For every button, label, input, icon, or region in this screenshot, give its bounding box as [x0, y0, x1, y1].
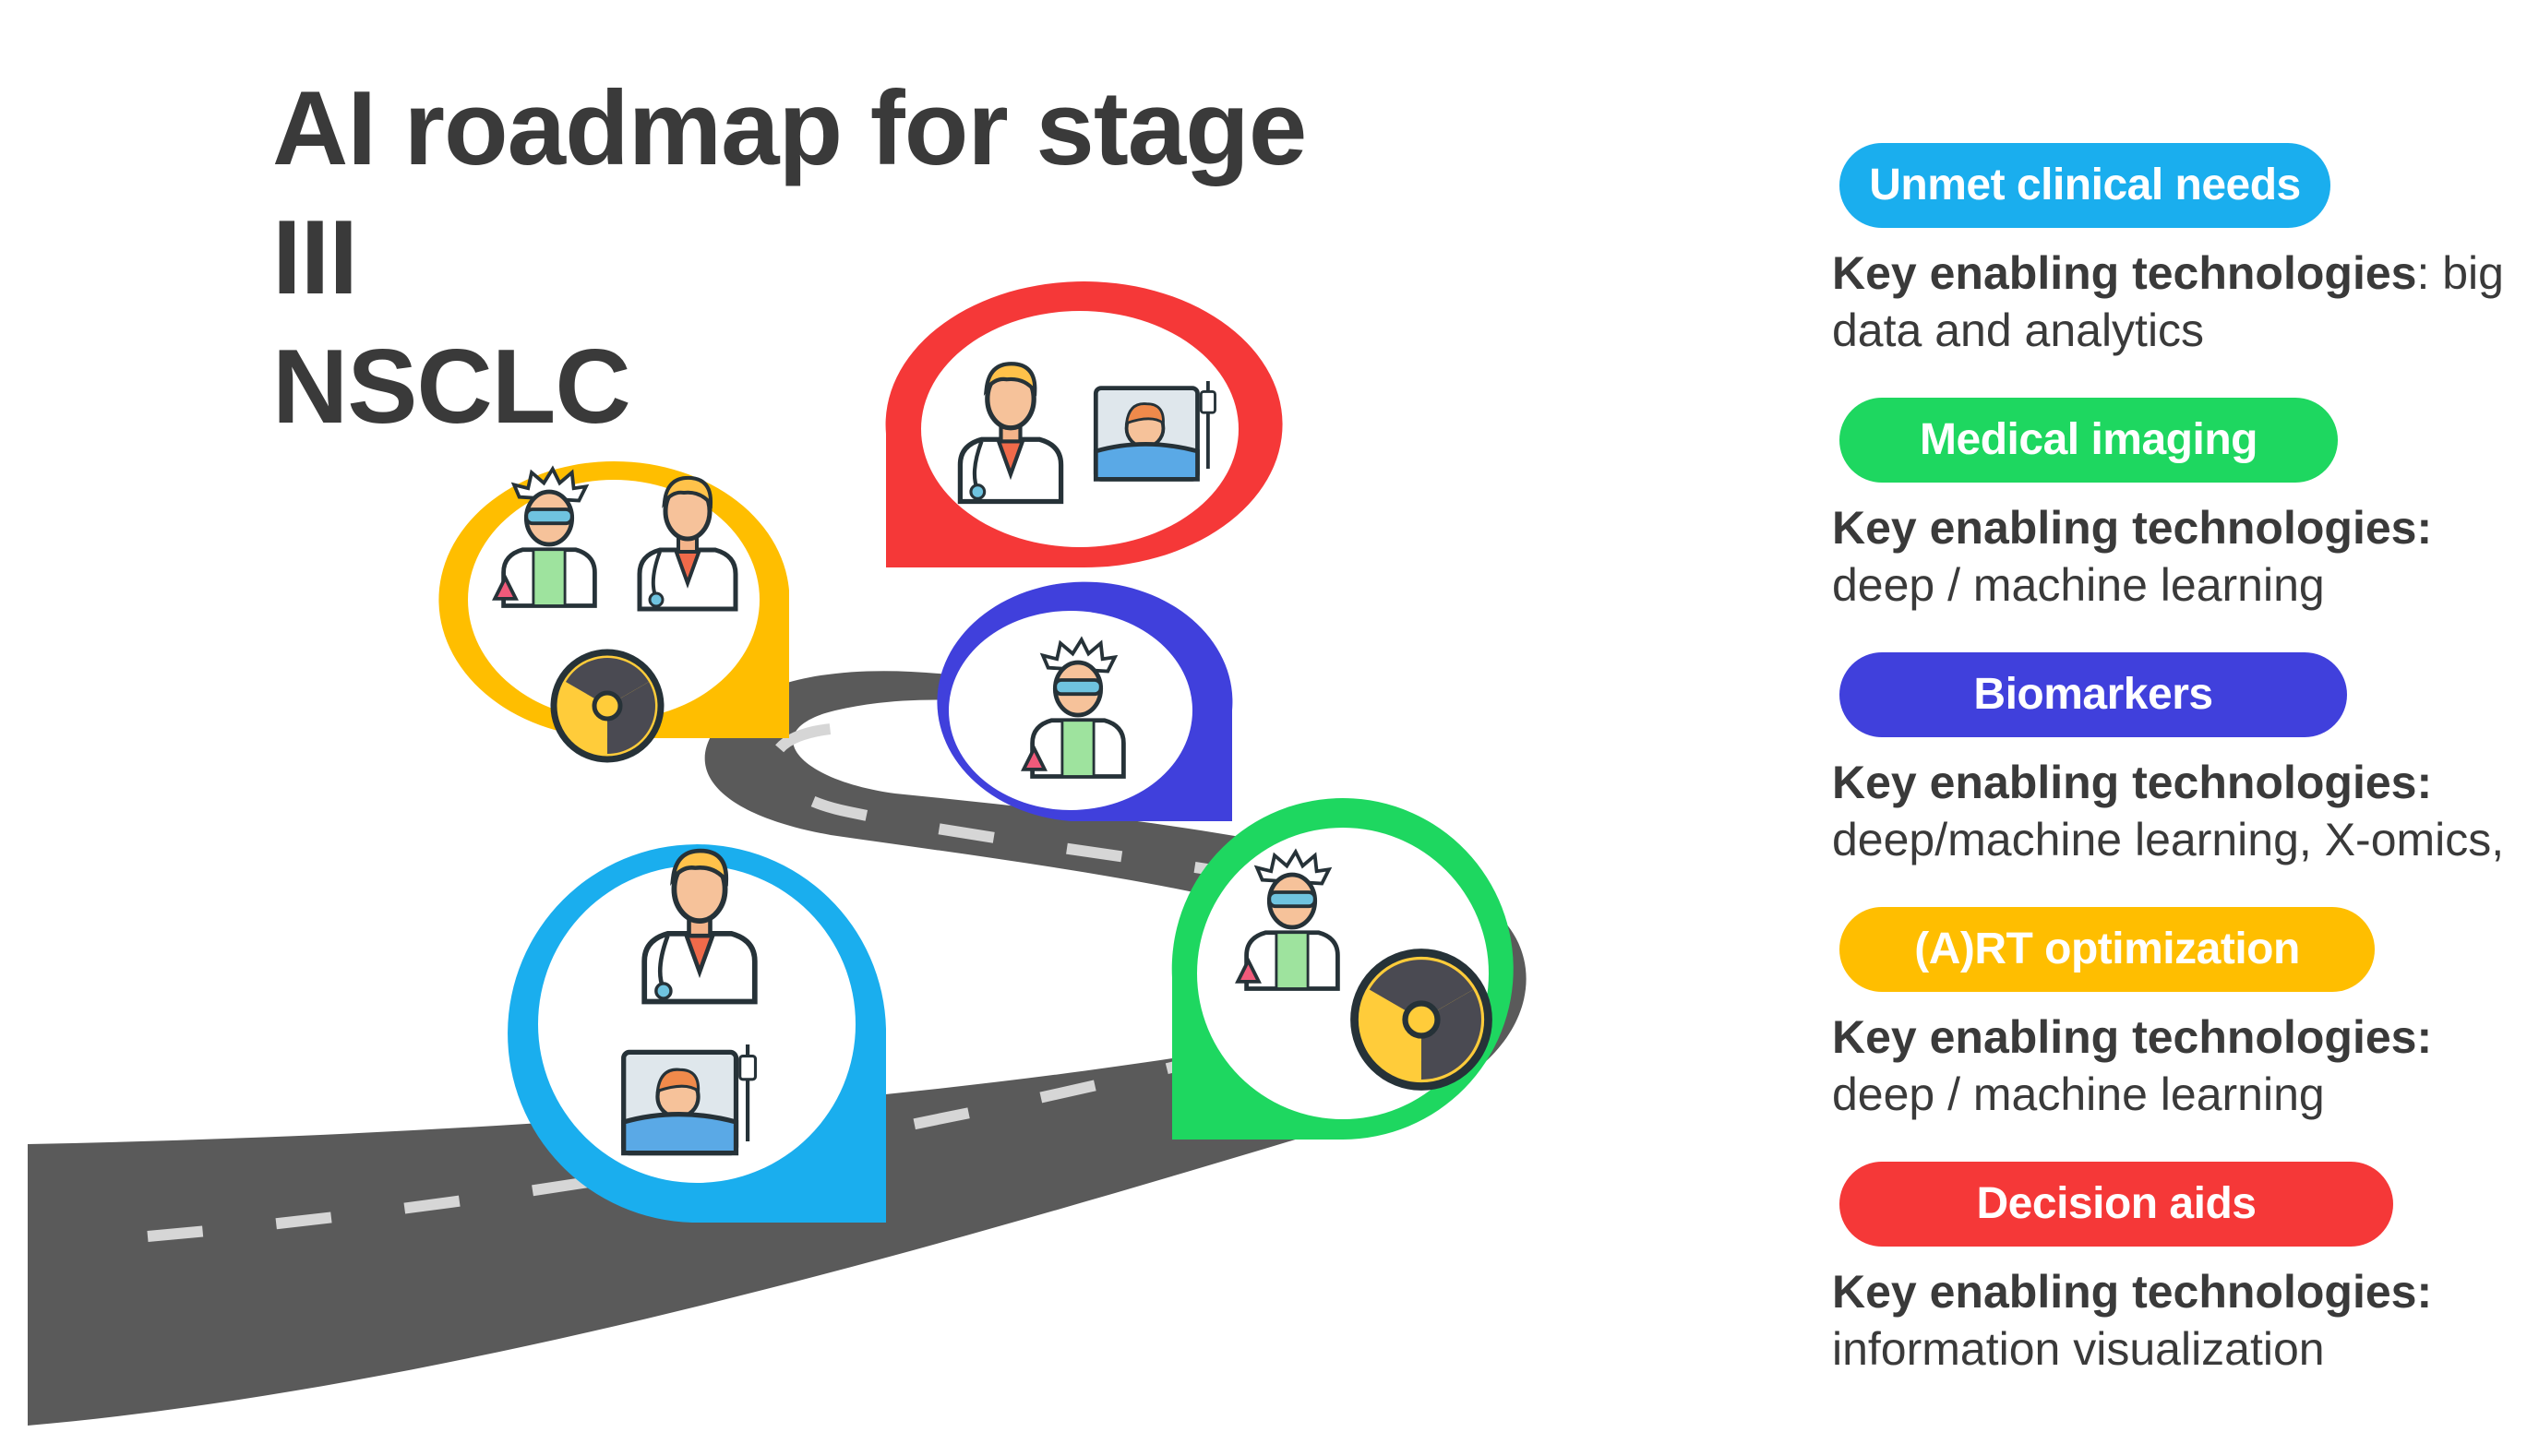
page-title: AI roadmap for stage III NSCLC	[272, 65, 1361, 452]
medical-imaging-pill: Medical imaging	[1839, 398, 2338, 483]
legend-description: Key enabling technologies: deep/machine …	[1832, 757, 2505, 865]
legend-item-unmet-clinical-needs: Unmet clinical needs Key enabling techno…	[1832, 143, 2539, 359]
technologies-text: deep/machine learning, X-omics,	[1832, 814, 2505, 865]
legend-item-decision-aids: Decision aids Key enabling technologies:…	[1832, 1162, 2539, 1378]
legend-description: Key enabling technologies: deep / machin…	[1832, 502, 2433, 611]
technologies-text: information visualization	[1832, 1323, 2325, 1375]
legend-description: Key enabling technologies: information v…	[1832, 1266, 2433, 1375]
key-label: Key enabling technologies	[1832, 757, 2417, 808]
art-optimization-pill: (A)RT optimization	[1839, 907, 2375, 992]
legend-item-medical-imaging: Medical imaging Key enabling technologie…	[1832, 398, 2539, 614]
biomarkers-pill: Biomarkers	[1839, 652, 2347, 737]
legend-item-biomarkers: Biomarkers Key enabling technologies: de…	[1832, 652, 2539, 868]
title-line-2: NSCLC	[272, 328, 631, 446]
key-label: Key enabling technologies	[1832, 502, 2417, 554]
pin-unmet-clinical-needs	[508, 844, 886, 1223]
legend-item-art-optimization: (A)RT optimization Key enabling technolo…	[1832, 907, 2539, 1123]
technologies-text: data and analytics	[1832, 304, 2205, 356]
legend-description: Key enabling technologies: deep / machin…	[1832, 1011, 2433, 1120]
patient-in-bed-icon	[1096, 381, 1215, 479]
road	[28, 671, 1527, 1426]
key-label: Key enabling technologies	[1832, 1011, 2417, 1063]
key-label: Key enabling technologies	[1832, 1266, 2417, 1318]
pin-biomarkers	[937, 581, 1233, 821]
road-center-line	[147, 723, 1441, 1242]
title-line-1: AI roadmap for stage III	[272, 70, 1307, 316]
pin-art-optimization	[438, 461, 789, 759]
roadmap-illustration	[28, 281, 1527, 1426]
patient-in-bed-icon	[624, 1044, 756, 1153]
pin-medical-imaging	[1171, 798, 1514, 1140]
legend: Unmet clinical needs Key enabling techno…	[1832, 143, 2539, 1416]
technologies-text: deep / machine learning	[1832, 1068, 2325, 1120]
legend-description: Key enabling technologies: big data and …	[1832, 247, 2504, 356]
unmet-clinical-needs-pill: Unmet clinical needs	[1839, 143, 2330, 228]
technologies-text: deep / machine learning	[1832, 559, 2325, 611]
key-label: Key enabling technologies	[1832, 247, 2417, 299]
pin-decision-aids	[885, 281, 1283, 568]
decision-aids-pill: Decision aids	[1839, 1162, 2393, 1247]
